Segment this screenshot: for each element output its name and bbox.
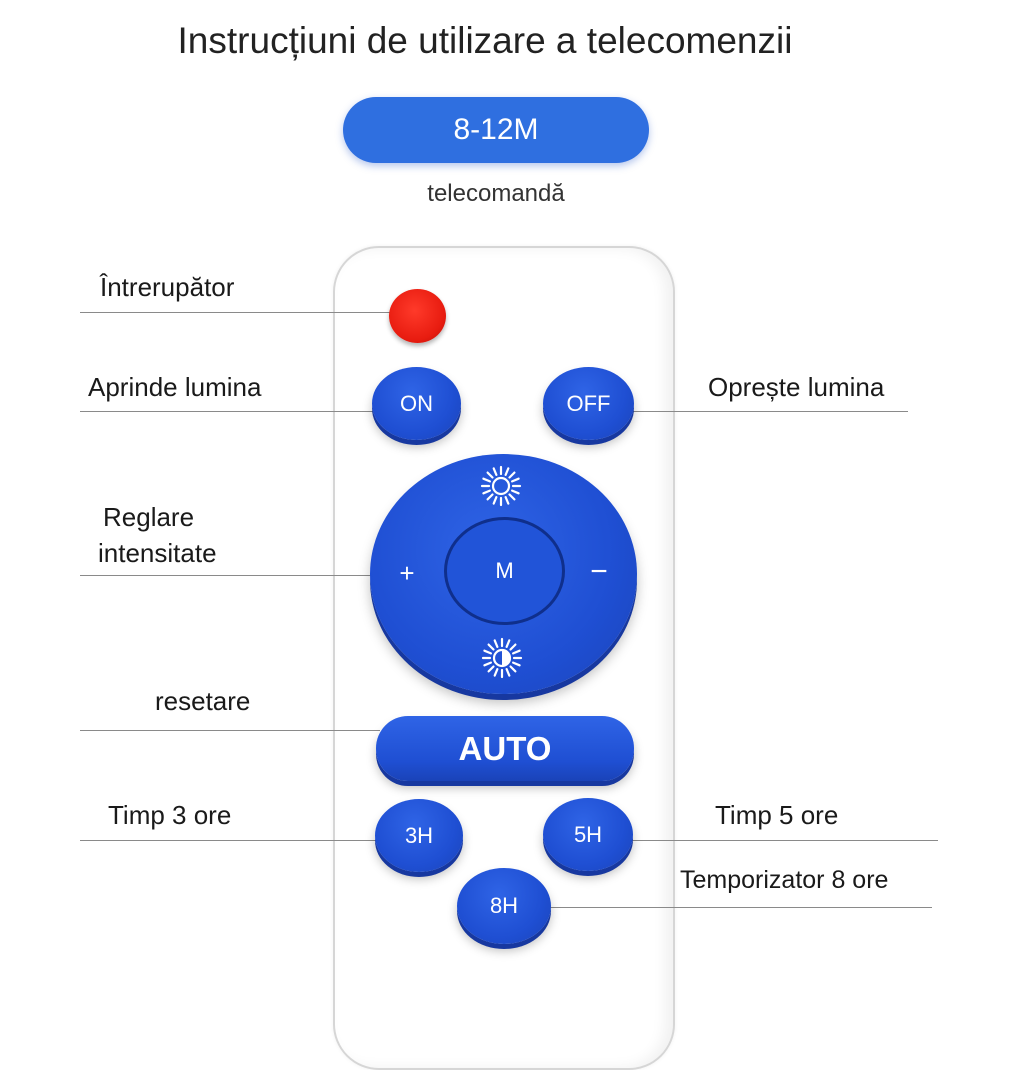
mode-button[interactable]: M	[444, 517, 565, 625]
sun-bright-icon[interactable]	[478, 463, 524, 509]
leader-3h	[80, 840, 382, 841]
label-intensity-line2: intensitate	[98, 538, 217, 568]
leader-5h	[628, 840, 938, 841]
label-switch: Întrerupător	[100, 272, 235, 302]
timer-5h-button[interactable]: 5H	[543, 798, 633, 871]
leader-switch	[80, 312, 395, 313]
auto-button[interactable]: AUTO	[376, 716, 634, 781]
subtitle: telecomandă	[427, 180, 565, 207]
off-button[interactable]: OFF	[543, 367, 634, 440]
leader-reset	[80, 730, 380, 731]
label-timer5: Timp 5 ore	[715, 800, 839, 830]
label-timer3: Timp 3 ore	[108, 800, 232, 830]
sun-dim-icon[interactable]	[479, 635, 525, 681]
label-off: Oprește lumina	[708, 372, 885, 402]
leader-on	[80, 411, 380, 412]
power-button[interactable]	[389, 289, 446, 343]
label-intensity-line1: Reglare	[103, 502, 195, 532]
timer-8h-button[interactable]: 8H	[457, 868, 551, 944]
leader-off	[630, 411, 908, 412]
plus-button[interactable]: +	[399, 558, 415, 588]
range-badge: 8-12M	[343, 97, 649, 163]
label-on: Aprinde lumina	[88, 372, 262, 402]
timer-3h-button[interactable]: 3H	[375, 799, 463, 872]
leader-intensity	[80, 575, 380, 576]
label-timer8: Temporizator 8 ore	[680, 866, 889, 894]
on-button[interactable]: ON	[372, 367, 461, 440]
label-reset: resetare	[155, 686, 251, 716]
leader-8h	[548, 907, 932, 908]
page-title: Instrucțiuni de utilizare a telecomenzii	[177, 20, 793, 61]
minus-button[interactable]: −	[590, 555, 608, 588]
